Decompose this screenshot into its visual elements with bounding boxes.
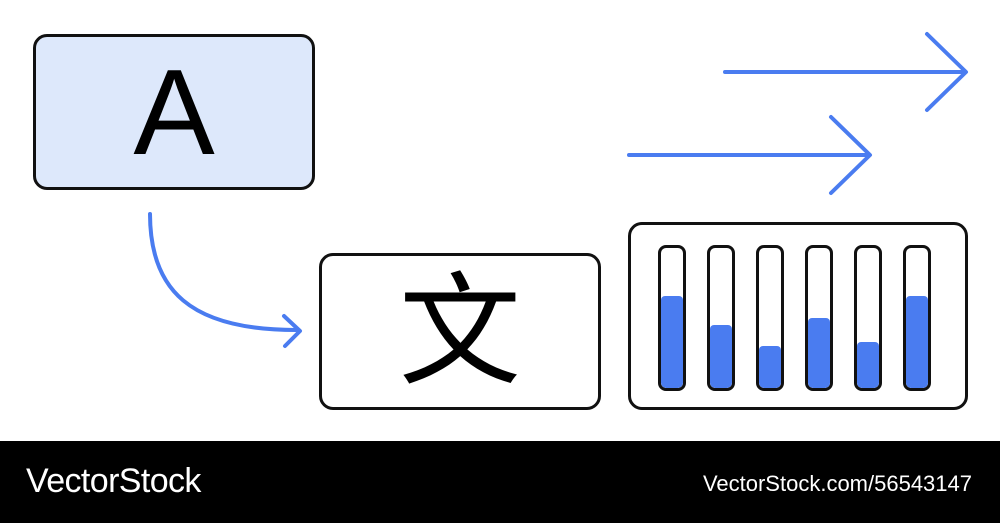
- level-bar: [805, 245, 833, 391]
- level-bar-fill: [759, 346, 781, 388]
- level-bar-fill: [808, 318, 830, 388]
- level-bar: [903, 245, 931, 391]
- level-bar: [854, 245, 882, 391]
- arrow-right-icon: [723, 32, 968, 112]
- stock-id-text: VectorStock.com/56543147: [702, 471, 972, 496]
- level-bar-fill: [857, 341, 879, 388]
- brand-logo-text: VectorStock: [26, 462, 201, 500]
- level-bar-fill: [661, 295, 683, 388]
- level-meter: [628, 222, 968, 410]
- footer-banner: VectorStock VectorStock.com/56543147: [0, 441, 1000, 523]
- source-language-box: A: [33, 34, 315, 190]
- source-glyph: A: [133, 44, 215, 180]
- level-bar: [658, 245, 686, 391]
- level-bar: [756, 245, 784, 391]
- level-bar-fill: [710, 325, 732, 388]
- arrow-right-icon: [627, 115, 872, 195]
- level-bar-fill: [906, 295, 928, 388]
- level-bar: [707, 245, 735, 391]
- target-glyph: 文: [399, 260, 521, 403]
- curved-arrow-icon: [148, 212, 302, 348]
- target-language-box: 文: [319, 253, 601, 410]
